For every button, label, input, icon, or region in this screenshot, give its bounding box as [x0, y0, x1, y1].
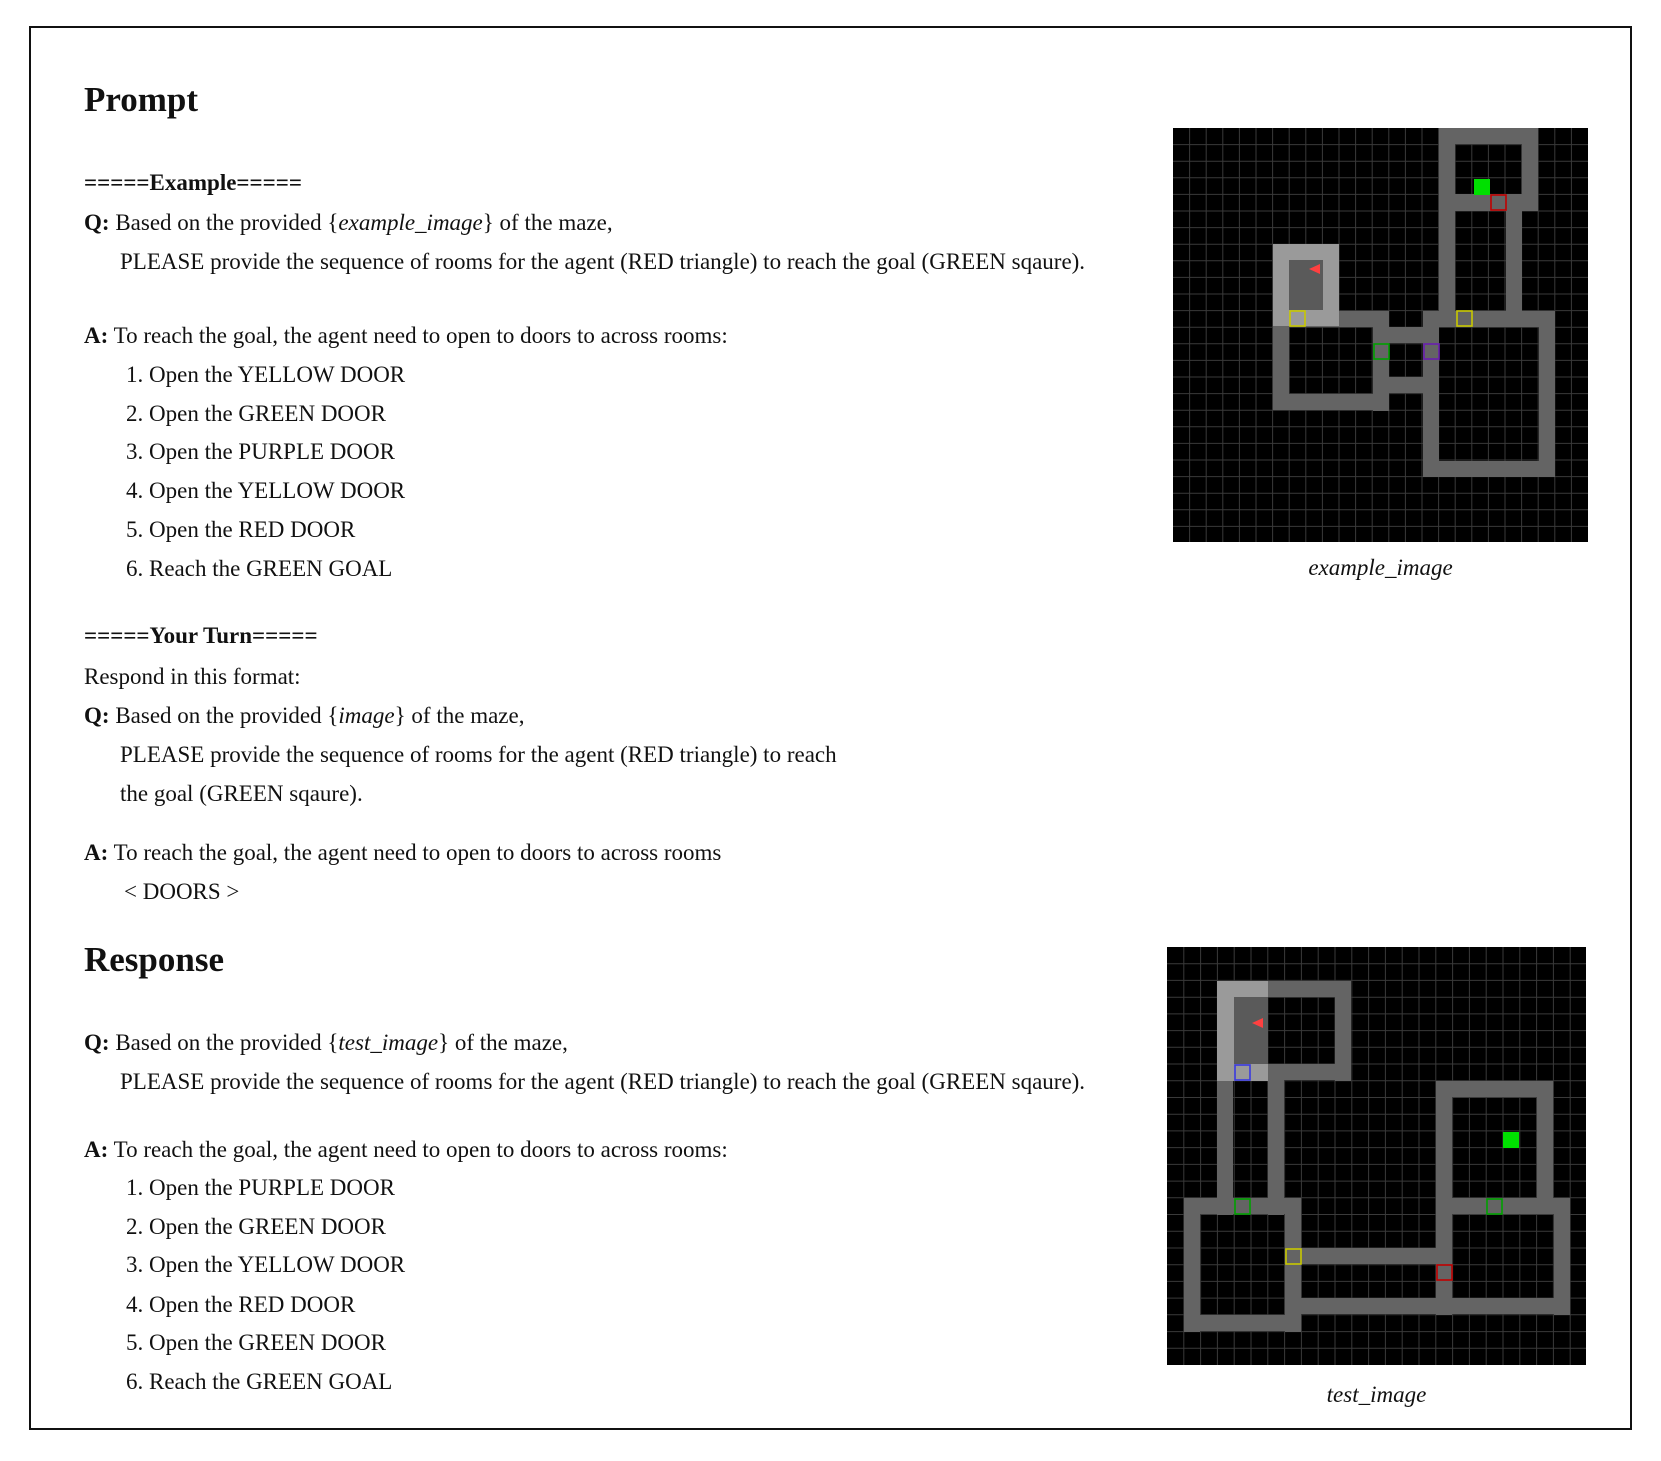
example-question-line2: PLEASE provide the sequence of rooms for… [120, 249, 1086, 274]
turn-question: Q: Based on the provided {image} of the … [84, 703, 524, 729]
respond-line: Respond in this format: [84, 664, 301, 689]
a-label: A: [84, 323, 109, 348]
turn-question-line2: PLEASE provide the sequence of rooms for… [120, 742, 837, 767]
red-door [1490, 194, 1507, 211]
test-maze-image [1167, 947, 1586, 1365]
response-step: 5. Open the GREEN DOOR [126, 1330, 386, 1355]
example-step: 1. Open the YELLOW DOOR [126, 362, 406, 387]
turn-question-line3: the goal (GREEN sqaure). [120, 781, 363, 806]
q-text-before: Based on the provided { [115, 210, 339, 235]
example-maze-image [1173, 128, 1588, 542]
q-text-after: } of the maze, [438, 1030, 568, 1055]
q-text-before: Based on the provided { [115, 703, 339, 728]
red-door [1436, 1264, 1453, 1281]
prompt-heading: Prompt [84, 80, 199, 119]
a-text: To reach the goal, the agent need to ope… [113, 840, 722, 865]
response-step: 4. Open the RED DOOR [126, 1292, 356, 1317]
yellow-door [1285, 1248, 1302, 1265]
yellow-door [1289, 310, 1306, 327]
green-door [1234, 1198, 1251, 1215]
response-question-line2: PLEASE provide the sequence of rooms for… [120, 1069, 1086, 1094]
example-step: 5. Open the RED DOOR [126, 517, 356, 542]
example-header: =====Example===== [84, 170, 302, 195]
example-answer: A: To reach the goal, the agent need to … [84, 323, 728, 349]
yellow-door [1456, 310, 1473, 327]
your-turn-header: =====Your Turn===== [84, 623, 318, 648]
q-text-after: } of the maze, [394, 703, 525, 728]
q-label: Q: [84, 703, 110, 728]
response-step: 2. Open the GREEN DOOR [126, 1214, 386, 1239]
response-step: 1. Open the PURPLE DOOR [126, 1175, 395, 1200]
doors-placeholder: < DOORS > [124, 879, 240, 904]
agent-triangle [1252, 1018, 1263, 1028]
example-image-caption: example_image [1308, 555, 1453, 580]
maze-walls [1184, 981, 1570, 1332]
example-step: 4. Open the YELLOW DOOR [126, 478, 406, 503]
q-label: Q: [84, 210, 110, 235]
turn-answer: A: To reach the goal, the agent need to … [84, 840, 721, 866]
example-step: 3. Open the PURPLE DOOR [126, 439, 395, 464]
q-image-ref: example_image [338, 210, 483, 235]
q-text-before: Based on the provided { [115, 1030, 339, 1055]
test-image-caption: test_image [1326, 1382, 1427, 1407]
response-heading: Response [84, 940, 225, 979]
a-text: To reach the goal, the agent need to ope… [113, 323, 728, 348]
example-step: 2. Open the GREEN DOOR [126, 401, 386, 426]
example-step: 6. Reach the GREEN GOAL [126, 556, 393, 581]
a-label: A: [84, 1137, 109, 1162]
goal-square [1503, 1132, 1519, 1148]
a-label: A: [84, 840, 109, 865]
purple-door [1423, 343, 1440, 360]
q-image-ref: image [338, 703, 395, 728]
response-answer: A: To reach the goal, the agent need to … [84, 1137, 728, 1163]
agent-triangle [1309, 264, 1320, 274]
green-door [1486, 1198, 1503, 1215]
green-door [1373, 343, 1390, 360]
response-question: Q: Based on the provided {test_image} of… [84, 1030, 568, 1056]
a-text: To reach the goal, the agent need to ope… [113, 1137, 728, 1162]
visible-region-inner [1234, 997, 1268, 1064]
q-image-ref: test_image [338, 1030, 439, 1055]
goal-square [1474, 179, 1490, 195]
example-question: Q: Based on the provided {example_image}… [84, 210, 613, 236]
q-text-after: } of the maze, [482, 210, 613, 235]
response-step: 6. Reach the GREEN GOAL [126, 1369, 393, 1394]
blue-door [1234, 1064, 1251, 1081]
figure-frame [29, 26, 1632, 1430]
response-step: 3. Open the YELLOW DOOR [126, 1252, 406, 1277]
q-label: Q: [84, 1030, 110, 1055]
